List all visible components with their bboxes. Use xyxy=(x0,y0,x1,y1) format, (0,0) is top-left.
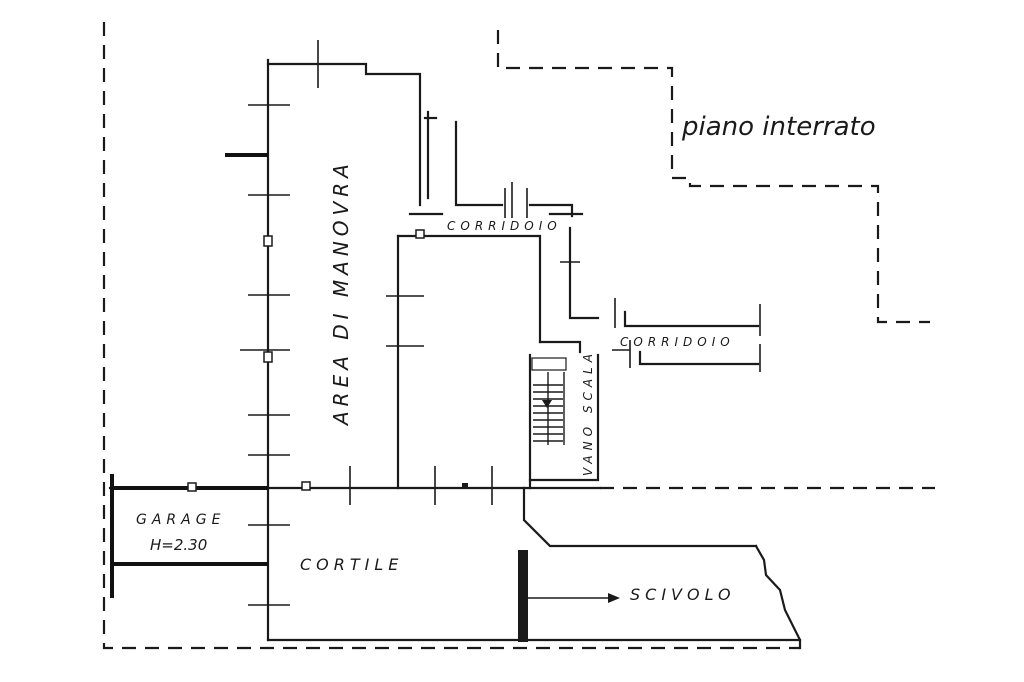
garage-height-label: H=2.30 xyxy=(150,536,207,554)
garage-room xyxy=(110,474,268,598)
maneuver-area-label: AREA DI MANOVRA xyxy=(329,159,353,427)
ramp-area xyxy=(266,486,802,650)
courtyard-north-wall xyxy=(108,466,602,505)
ramp-label: SCIVOLO xyxy=(630,585,736,604)
corridor-label-north: CORRIDOIO xyxy=(447,219,562,233)
corridor-label-east: CORRIDOIO xyxy=(620,335,735,349)
courtyard-label: CORTILE xyxy=(300,555,403,574)
upper-corridor-walls xyxy=(386,110,600,490)
garage-label: GARAGE xyxy=(136,512,225,528)
basement-label: piano interrato xyxy=(681,112,876,142)
basement-boundary-dashed xyxy=(496,30,930,324)
right-corridor-walls xyxy=(612,298,761,372)
stairwell xyxy=(528,340,600,490)
stairwell-label: VANO SCALA xyxy=(581,349,595,476)
outer-boundary-dashed xyxy=(102,22,800,650)
maneuver-area-west-wall xyxy=(225,40,422,642)
